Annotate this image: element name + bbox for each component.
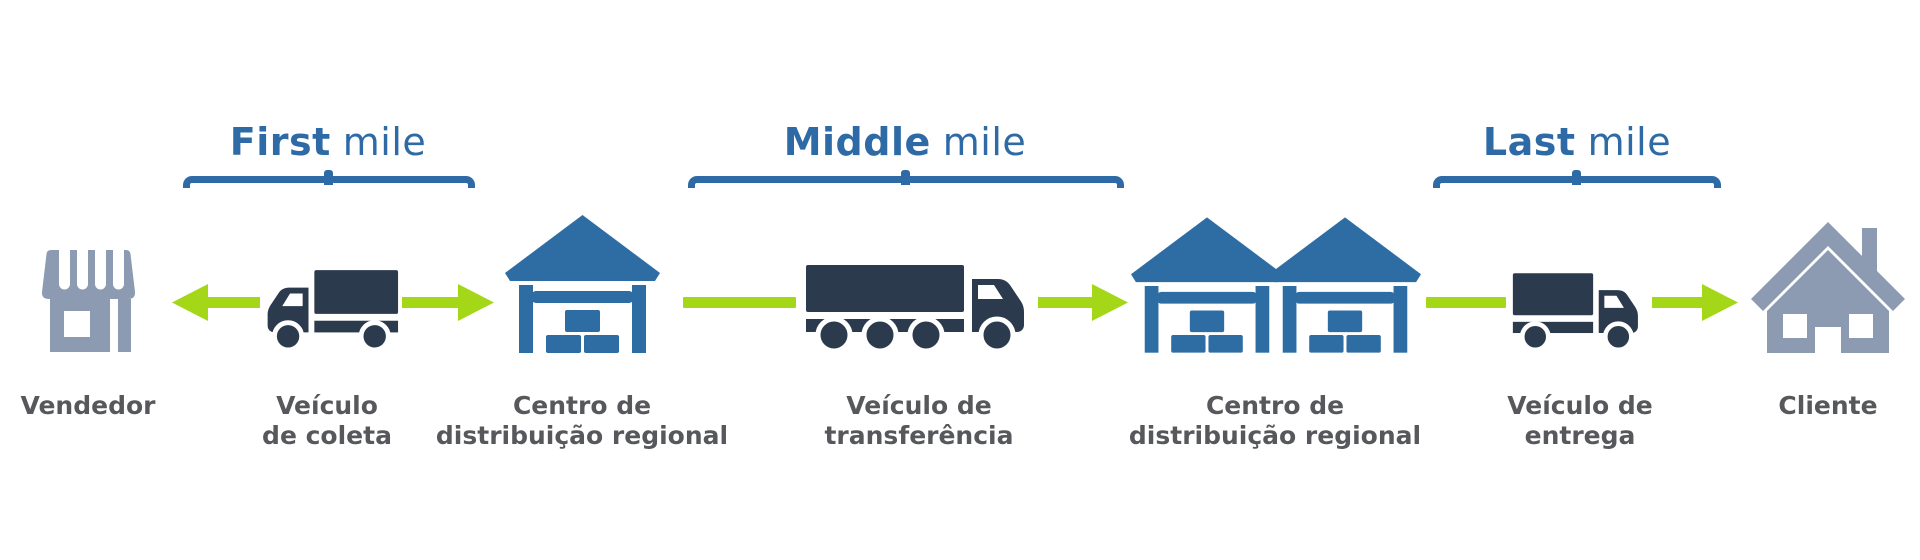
- label-line: de coleta: [262, 421, 392, 450]
- node-label-centro-distribuicao-1: Centro de distribuição regional: [412, 391, 752, 451]
- first-mile-bracket: [183, 170, 475, 188]
- green-arrow-right-icon: [402, 284, 494, 321]
- first-mile-title: First mile: [118, 108, 538, 164]
- bracket-nub: [324, 170, 333, 185]
- node-label-centro-distribuicao-2: Centro de distribuição regional: [1105, 391, 1445, 451]
- store-icon: [33, 200, 143, 355]
- label-line: distribuição regional: [435, 421, 729, 450]
- delivery-truck-icon: [1508, 200, 1653, 355]
- label-line: Centro de: [512, 391, 652, 420]
- middle-mile-bracket: [688, 170, 1124, 188]
- bracket-nub: [1572, 170, 1581, 185]
- node-label-veiculo-entrega: Veículo de entrega: [1410, 391, 1750, 451]
- label-line: distribuição regional: [1128, 421, 1422, 450]
- label-line: Vendedor: [20, 391, 156, 420]
- node-label-veiculo-transferencia: Veículo de transferência: [749, 391, 1089, 451]
- green-arrow-right-icon: [1652, 284, 1738, 321]
- warehouse-icon: [505, 200, 660, 355]
- label-line: Centro de: [1205, 391, 1345, 420]
- label-line: Cliente: [1778, 391, 1878, 420]
- house-icon: [1743, 200, 1913, 355]
- label-line: Veículo de: [846, 391, 992, 420]
- bracket-nub: [901, 170, 910, 185]
- last-mile-title-rest: mile: [1587, 120, 1672, 164]
- middle-mile-title: Middle mile: [695, 108, 1115, 164]
- green-arrow-left-icon: [172, 284, 260, 321]
- green-arrow-right-icon: [1038, 284, 1128, 321]
- double-warehouse-icon: [1130, 200, 1422, 355]
- label-line: transferência: [824, 421, 1014, 450]
- label-line: entrega: [1524, 421, 1636, 450]
- node-label-cliente: Cliente: [1658, 391, 1920, 421]
- last-mile-title: Last mile: [1367, 108, 1787, 164]
- first-mile-title-rest: mile: [342, 120, 427, 164]
- last-mile-title-bold: Last: [1482, 120, 1576, 164]
- label-line: Veículo: [276, 391, 378, 420]
- node-label-veiculo-de-coleta: Veículo de coleta: [157, 391, 497, 451]
- label-line: Veículo de: [1507, 391, 1653, 420]
- middle-mile-title-bold: Middle: [783, 120, 931, 164]
- green-line-icon: [683, 297, 796, 308]
- node-label-vendedor: Vendedor: [0, 391, 258, 421]
- semi-truck-icon: [804, 200, 1034, 355]
- pickup-truck-icon: [252, 200, 402, 355]
- first-mile-title-bold: First: [229, 120, 331, 164]
- middle-mile-title-rest: mile: [942, 120, 1027, 164]
- green-line-icon: [1426, 297, 1506, 308]
- last-mile-bracket: [1433, 170, 1721, 188]
